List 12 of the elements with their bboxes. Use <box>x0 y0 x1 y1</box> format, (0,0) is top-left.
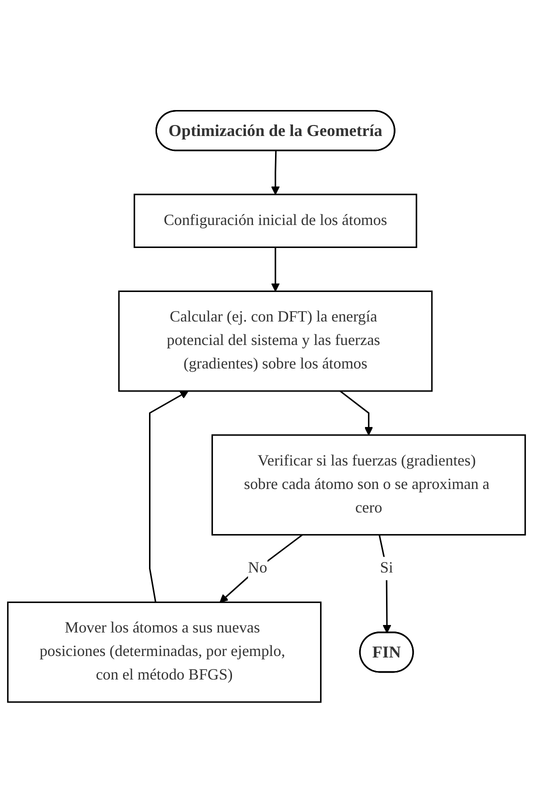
node-box: Calcular (ej. con DFT) la energía potencial del sistema y las fuerzas (gradientes) sobre los átomos <box>118 290 433 392</box>
arrow <box>149 390 189 602</box>
node-box: Verificar si las fuerzas (gradientes) sobre cada átomo son o se aproximan a cero <box>211 434 526 536</box>
arrow <box>220 534 303 602</box>
node-box: Mover los átomos a sus nuevas posiciones (determinadas, por ejemplo, con el método BFGS) <box>7 601 322 702</box>
edge-label: Si <box>380 559 394 576</box>
arrow <box>340 390 373 435</box>
edge-label: No <box>248 559 268 576</box>
arrow <box>271 150 280 194</box>
arrow <box>378 534 392 633</box>
arrow <box>271 246 280 292</box>
node-box: Configuración inicial de los átomos <box>134 193 418 248</box>
